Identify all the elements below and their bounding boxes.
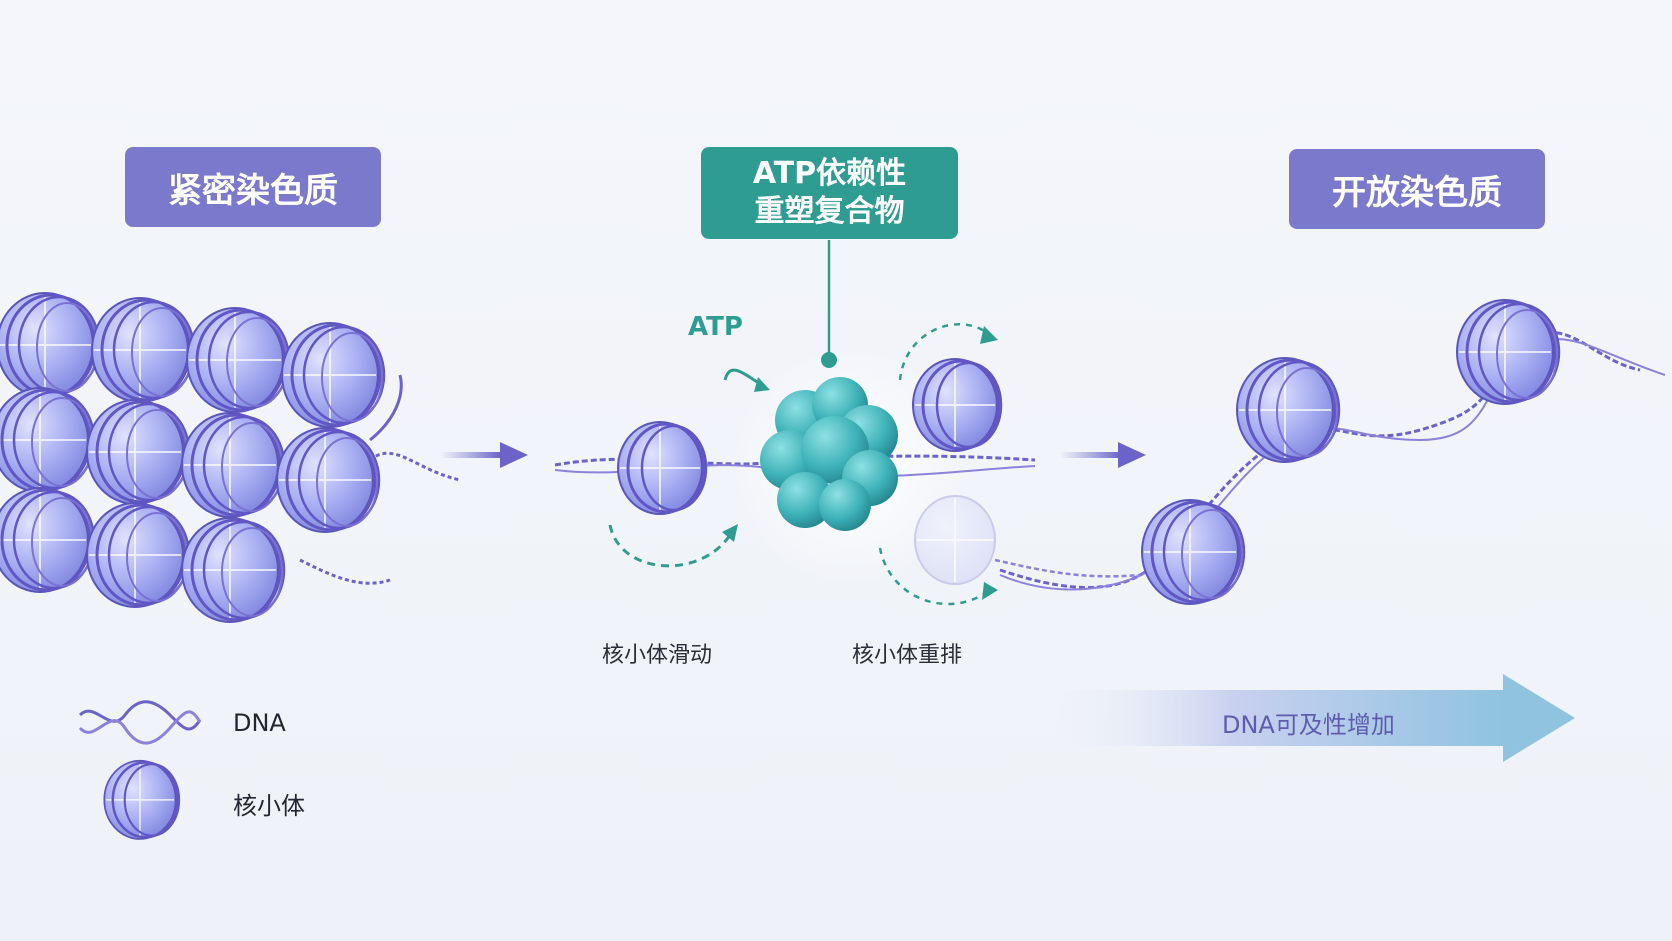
- compact-chromatin-label: 紧密染色质: [168, 170, 338, 211]
- legend-nucleosome-icon: [103, 759, 181, 841]
- open-chromatin-strand: [999, 298, 1666, 606]
- legend-nucleosome-label: 核小体: [233, 792, 305, 820]
- nucleosome-rearrange-label: 核小体重排: [852, 643, 963, 668]
- remodeling-complex-title: ATP依赖性 重塑复合物: [701, 147, 958, 239]
- open-chromatin-label: 开放染色质: [1332, 172, 1502, 213]
- open-chromatin-title: 开放染色质: [1289, 149, 1545, 229]
- nucleosome-sliding-label: 核小体滑动: [602, 643, 713, 668]
- accessibility-arrow: [1050, 674, 1575, 762]
- remodeling-complex-label-line1: ATP依赖性: [752, 156, 907, 191]
- accessibility-label: DNA可及性增加: [1222, 711, 1395, 739]
- arrow-left-to-middle: [440, 442, 528, 468]
- arrow-middle-to-right: [1060, 442, 1146, 468]
- remodeling-scene: [554, 240, 1141, 606]
- legend-dna-icon: [78, 700, 202, 745]
- compact-chromatin-cluster: [0, 291, 461, 624]
- atp-label: ATP: [688, 312, 743, 342]
- remodeling-complex-blob: [760, 377, 898, 531]
- remodeling-complex-label-line2: 重塑复合物: [754, 194, 905, 229]
- legend-dna-label: DNA: [233, 709, 286, 737]
- compact-chromatin-title: 紧密染色质: [125, 147, 381, 227]
